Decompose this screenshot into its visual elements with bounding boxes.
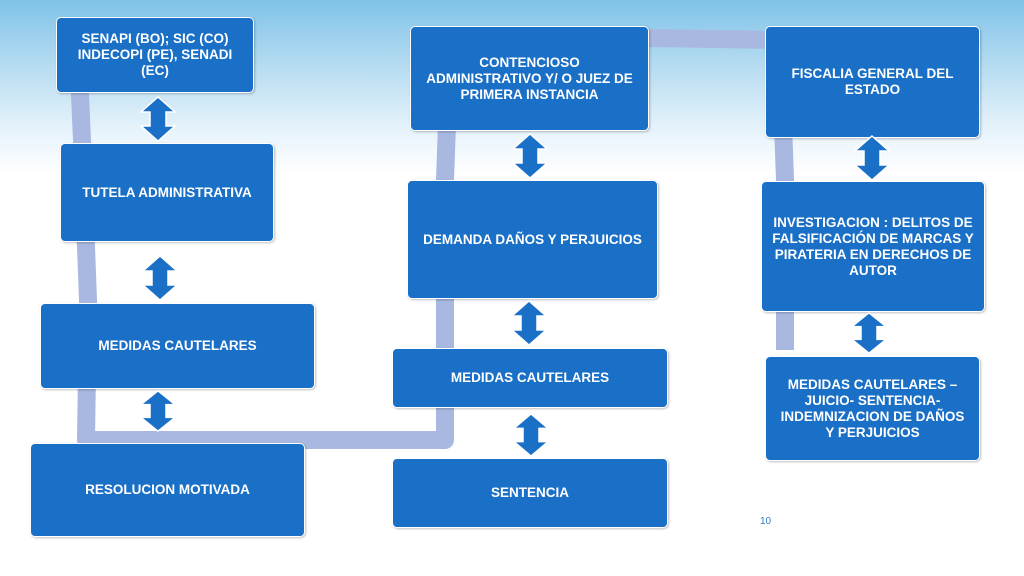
box-fiscalia-general: FISCALIA GENERAL DEL ESTADO <box>765 26 980 138</box>
box-tutela-administrativa: TUTELA ADMINISTRATIVA <box>60 143 274 242</box>
box-senapi-sic-indecopi-senadi: SENAPI (BO); SIC (CO) INDECOPI (PE), SEN… <box>56 17 254 93</box>
double-arrow-icon <box>142 255 178 301</box>
double-arrow-icon <box>513 413 549 457</box>
double-arrow-icon <box>854 135 890 181</box>
box-medidas-cautelares-civil: MEDIDAS CAUTELARES <box>392 348 668 408</box>
box-sentencia: SENTENCIA <box>392 458 668 528</box>
page-number: 10 <box>760 516 772 527</box>
double-arrow-icon <box>851 312 887 354</box>
double-arrow-icon <box>140 96 176 142</box>
box-medidas-cautelares-juicio: MEDIDAS CAUTELARES – JUICIO- SENTENCIA- … <box>765 356 980 461</box>
box-resolucion-motivada: RESOLUCION MOTIVADA <box>30 443 305 537</box>
box-demanda-danos-perjuicios: DEMANDA DAÑOS Y PERJUICIOS <box>407 180 658 299</box>
double-arrow-icon <box>140 390 176 432</box>
box-contencioso-administrativo: CONTENCIOSO ADMINISTRATIVO Y/ O JUEZ DE … <box>410 26 649 131</box>
box-medidas-cautelares-admin: MEDIDAS CAUTELARES <box>40 303 315 389</box>
double-arrow-icon <box>511 300 547 346</box>
box-investigacion-delitos: INVESTIGACION : DELITOS DE FALSIFICACIÓN… <box>761 181 985 312</box>
double-arrow-icon <box>512 133 548 179</box>
